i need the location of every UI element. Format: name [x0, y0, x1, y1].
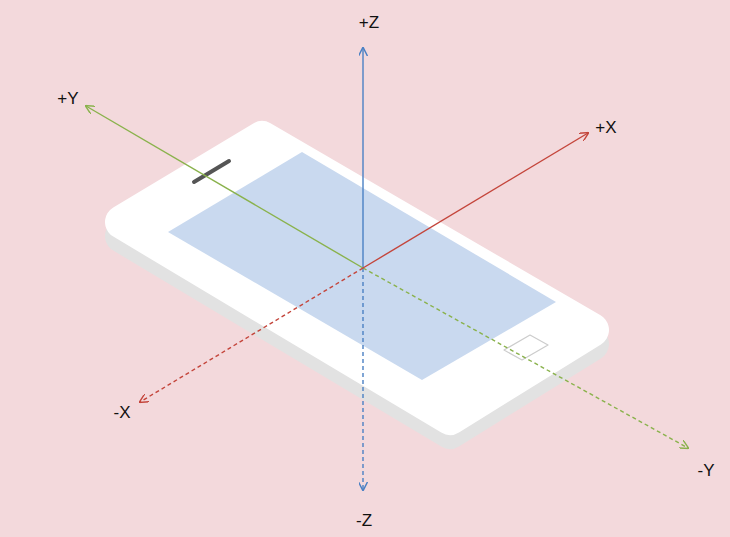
z-axis-positive	[362, 48, 363, 268]
axis-label: +X	[595, 119, 616, 136]
z-axis-negative	[362, 268, 363, 490]
x-axis-positive	[363, 133, 588, 268]
axis-label: -Y	[698, 462, 715, 479]
y-axis-negative	[363, 268, 688, 448]
y-axis-positive	[86, 106, 363, 268]
phone-body	[122, 138, 592, 418]
axis-label: +Y	[57, 90, 78, 107]
phone-screen	[168, 152, 556, 380]
x-axis-negative	[140, 268, 363, 402]
axis-label: +Z	[359, 14, 379, 31]
axis-label: -Z	[356, 512, 372, 529]
axis-label: -X	[114, 404, 131, 421]
home-button	[504, 335, 548, 360]
